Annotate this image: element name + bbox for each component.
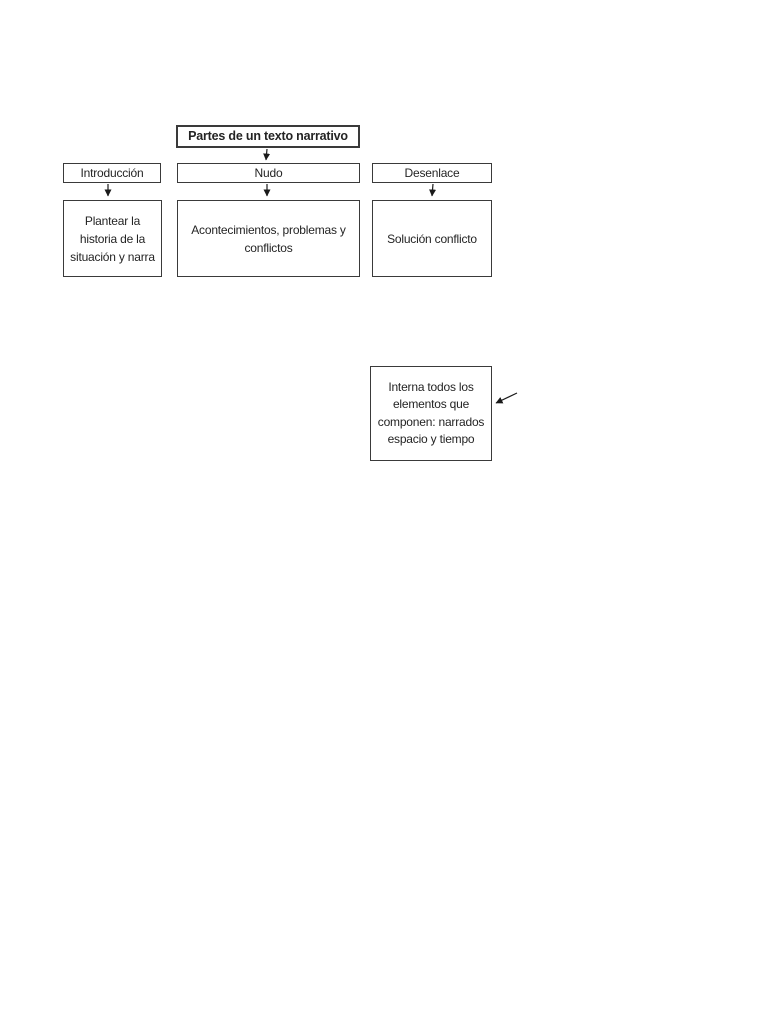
- node-detail-introduccion: Plantear la historia de la situación y n…: [63, 200, 162, 277]
- detail-introduccion-text: Plantear la historia de la situación y n…: [70, 213, 155, 264]
- header-nudo-label: Nudo: [254, 166, 283, 180]
- node-header-nudo: Nudo: [177, 163, 360, 183]
- node-diagram-title: Partes de un texto narrativo: [176, 125, 360, 148]
- arrow-pointer-to-note: [495, 392, 518, 404]
- header-introduccion-label: Introducción: [80, 166, 144, 180]
- node-detail-nudo: Acontecimientos, problemas y conflictos: [177, 200, 360, 277]
- diagram-title-label: Partes de un texto narrativo: [188, 128, 348, 143]
- node-header-introduccion: Introducción: [63, 163, 161, 183]
- node-detail-desenlace: Solución conflicto: [372, 200, 492, 277]
- node-note-elements: Interna todos los elementos que componen…: [370, 366, 492, 461]
- header-desenlace-label: Desenlace: [404, 166, 460, 180]
- detail-desenlace-text: Solución conflicto: [387, 231, 477, 246]
- detail-nudo-text: Acontecimientos, problemas y conflictos: [191, 222, 346, 255]
- arrow-title-to-nudo: [263, 148, 271, 161]
- node-header-desenlace: Desenlace: [372, 163, 492, 183]
- arrow-desenlace-to-detail: [429, 183, 437, 197]
- note-elements-text: Interna todos los elementos que componen…: [377, 379, 485, 446]
